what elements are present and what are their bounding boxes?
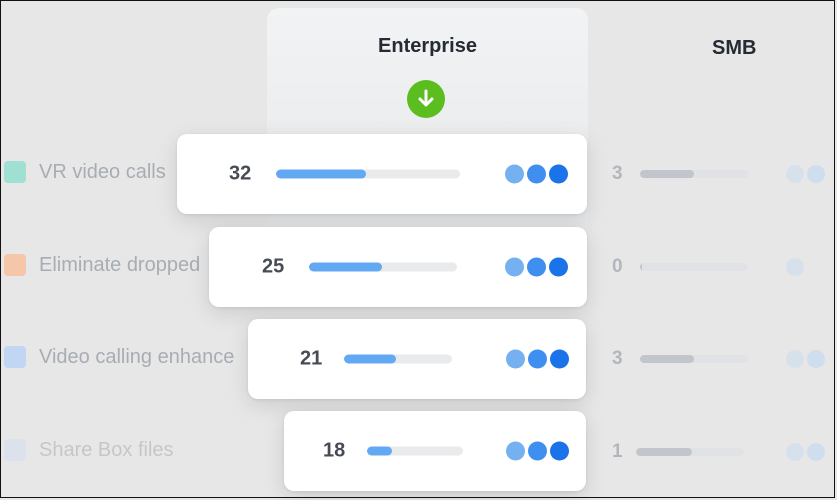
rating-dot (528, 441, 547, 461)
feature-label: Video calling enhance (39, 345, 235, 368)
smb-progress-bar (640, 170, 748, 178)
rating-dot (807, 350, 825, 368)
enterprise-card[interactable]: 25 (209, 227, 587, 307)
rating-dots (503, 349, 569, 369)
smb-progress-fill (640, 355, 694, 363)
progress-bar (276, 169, 460, 179)
rating-dot (527, 257, 546, 277)
rating-dot (786, 258, 804, 276)
rating-dot (549, 164, 568, 184)
smb-progress-fill (640, 263, 643, 271)
rating-dot (786, 443, 804, 461)
feature-color-swatch (4, 254, 26, 276)
rating-dot (786, 165, 804, 183)
rating-dot (807, 165, 825, 183)
smb-progress-bar (640, 263, 748, 271)
smb-count: 3 (612, 163, 623, 184)
progress-fill (276, 169, 367, 179)
progress-bar (367, 446, 463, 456)
rating-dot (527, 164, 546, 184)
feature-color-swatch (4, 439, 26, 461)
feature-label: Eliminate dropped (39, 253, 201, 276)
progress-fill (367, 446, 392, 456)
smb-rating-dots (783, 443, 825, 461)
feature-row-vr-video-calls: VR video calls (4, 159, 166, 185)
feature-color-swatch (4, 346, 26, 368)
rating-dot (550, 441, 569, 461)
smb-progress-fill (640, 170, 694, 178)
rating-dot (506, 349, 525, 369)
smb-rating-dots (783, 350, 825, 368)
feature-row-share-box-files: Share Box files (4, 437, 174, 463)
enterprise-count: 21 (300, 347, 323, 370)
enterprise-column-title: Enterprise (378, 35, 477, 57)
enterprise-count: 25 (262, 255, 285, 278)
progress-fill (344, 354, 396, 364)
rating-dot (505, 257, 524, 277)
rating-dots (503, 441, 569, 461)
progress-fill (309, 262, 382, 272)
smb-count: 3 (612, 348, 623, 369)
smb-rating-dots (783, 258, 804, 276)
download-icon[interactable] (407, 80, 445, 118)
smb-progress-fill (636, 448, 693, 456)
rating-dot (505, 164, 524, 184)
feature-label: VR video calls (39, 160, 166, 183)
feature-label: Share Box files (39, 438, 174, 461)
enterprise-count: 18 (323, 439, 346, 462)
enterprise-count: 32 (229, 162, 252, 185)
feature-color-swatch (4, 161, 26, 183)
rating-dot (786, 350, 804, 368)
rating-dot (506, 441, 525, 461)
smb-count: 0 (612, 256, 623, 277)
feature-row-video-calling-enhance: Video calling enhance (4, 344, 234, 370)
smb-progress-bar (636, 448, 744, 456)
enterprise-card[interactable]: 18 (284, 411, 586, 491)
rating-dot (528, 349, 547, 369)
smb-column-title: SMB (712, 37, 757, 59)
enterprise-card[interactable]: 21 (248, 319, 586, 399)
smb-progress-bar (640, 355, 748, 363)
rating-dots (502, 257, 568, 277)
rating-dot (807, 443, 825, 461)
rating-dots (502, 164, 568, 184)
rating-dot (550, 349, 569, 369)
smb-count: 1 (612, 441, 623, 462)
enterprise-card[interactable]: 32 (177, 134, 587, 214)
feature-row-eliminate-dropped: Eliminate dropped (4, 252, 200, 278)
rating-dot (549, 257, 568, 277)
smb-rating-dots (783, 165, 825, 183)
progress-bar (344, 354, 452, 364)
progress-bar (309, 262, 457, 272)
